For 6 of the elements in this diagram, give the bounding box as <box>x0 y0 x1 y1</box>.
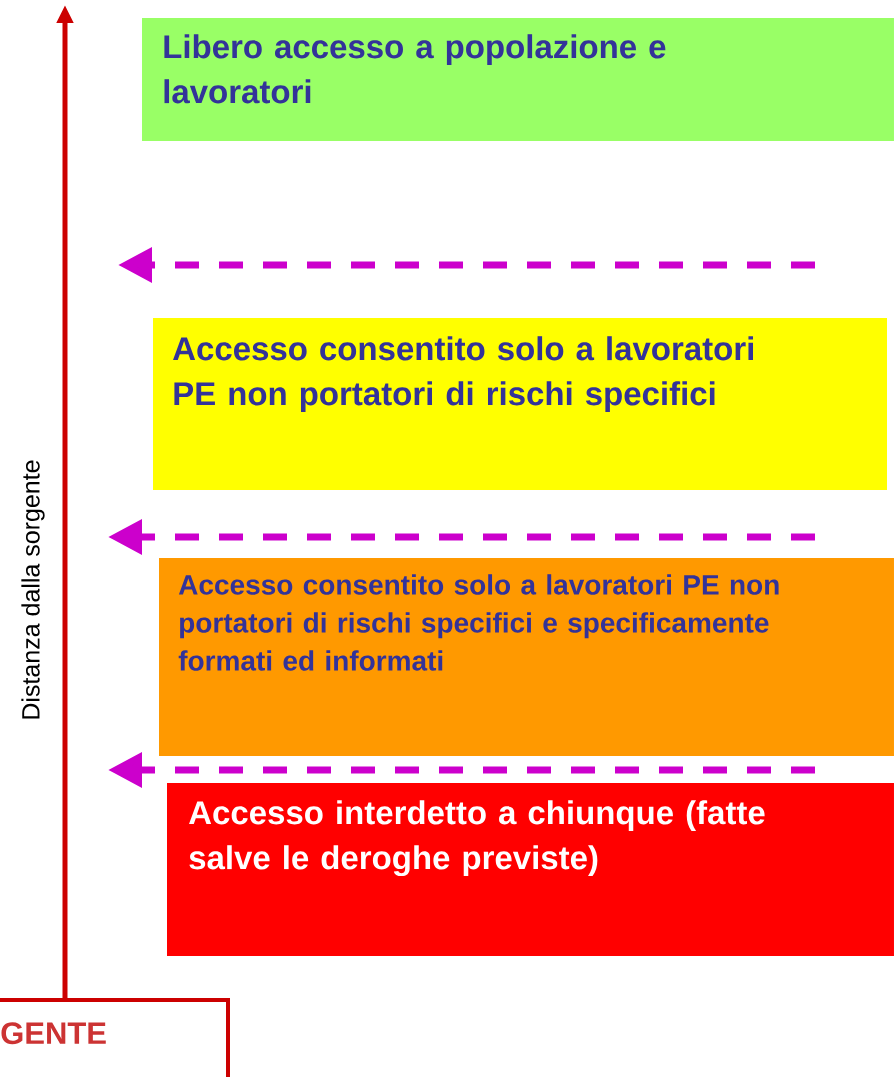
zone-box: GENTE <box>0 998 230 1077</box>
zone-box: Libero accesso a popolazione e lavoratori <box>142 18 894 141</box>
zone-box: Accesso consentito solo a lavoratori PE non portatori di rischi specifici e specificamente formati ed informati <box>159 558 894 756</box>
zone-box: Accesso interdetto a chiunque (fatte salve le deroghe previste) <box>167 783 894 956</box>
zone-box: Accesso consentito solo a lavoratori PE non portatori di rischi specifici <box>153 318 887 490</box>
axis-label: Distanza dalla sorgente <box>21 460 45 719</box>
